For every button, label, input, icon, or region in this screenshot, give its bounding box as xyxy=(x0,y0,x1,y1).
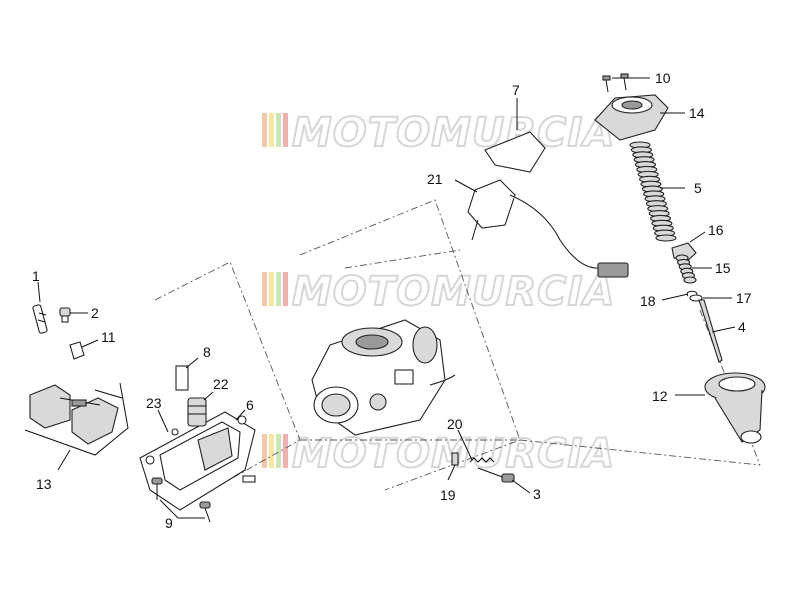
part-6-float-bowl xyxy=(139,411,256,511)
part-1-pilot-jet xyxy=(32,304,48,334)
watermark-text: MOTOMURCIA xyxy=(292,110,615,156)
part-19-jet xyxy=(451,452,459,466)
callout-15: 15 xyxy=(715,260,731,276)
spring-coil xyxy=(655,234,677,242)
callout-21: 21 xyxy=(427,171,443,187)
callout-3: 3 xyxy=(533,486,541,502)
carburettor-body xyxy=(311,319,456,436)
part-2-screw xyxy=(59,307,71,323)
callout-19: 19 xyxy=(440,487,456,503)
part-22-fitting xyxy=(187,397,207,427)
callout-16: 16 xyxy=(708,222,724,238)
callout-13: 13 xyxy=(36,476,52,492)
callout-12: 12 xyxy=(652,388,668,404)
callout-20: 20 xyxy=(447,416,463,432)
callout-2: 2 xyxy=(91,305,99,321)
part-9-screws xyxy=(151,477,211,523)
part-14-top-cover xyxy=(594,94,669,141)
part-5-spring xyxy=(629,141,677,242)
callout-5: 5 xyxy=(694,180,702,196)
watermark-text: MOTOMURCIA xyxy=(292,269,615,315)
callout-1: 1 xyxy=(32,268,40,284)
callout-23: 23 xyxy=(146,395,162,411)
watermark-bottom: MOTOMURCIA xyxy=(262,430,615,478)
callout-18: 18 xyxy=(640,293,656,309)
watermark-middle: MOTOMURCIA xyxy=(262,268,615,316)
part-10-screws xyxy=(602,73,629,93)
spring-coil xyxy=(683,276,697,284)
part-12-slide xyxy=(704,372,766,444)
part-15-spring xyxy=(675,254,697,284)
callout-7: 7 xyxy=(512,82,520,98)
part-3-idle-screw xyxy=(477,467,515,483)
part-13-float xyxy=(24,382,129,456)
callout-11: 11 xyxy=(101,329,116,345)
part-7-cover xyxy=(484,131,546,173)
leader-lines xyxy=(37,77,736,519)
callout-9: 9 xyxy=(165,515,173,531)
callout-8: 8 xyxy=(203,344,211,360)
part-4-needle xyxy=(698,299,723,363)
callout-6: 6 xyxy=(246,397,254,413)
part-20-spring xyxy=(469,457,495,463)
part-8-spring xyxy=(175,365,189,391)
callout-10: 10 xyxy=(655,70,671,86)
callout-17: 17 xyxy=(736,290,752,306)
callout-14: 14 xyxy=(689,105,705,121)
part-21-auto-choke xyxy=(467,179,629,278)
part-11-jet xyxy=(69,341,85,360)
callout-22: 22 xyxy=(213,376,229,392)
watermark-top: MOTOMURCIA xyxy=(262,109,615,157)
callout-numbers: 1 2 3 4 5 6 7 8 9 10 11 12 13 14 15 16 1… xyxy=(32,70,752,531)
callout-4: 4 xyxy=(738,319,746,335)
